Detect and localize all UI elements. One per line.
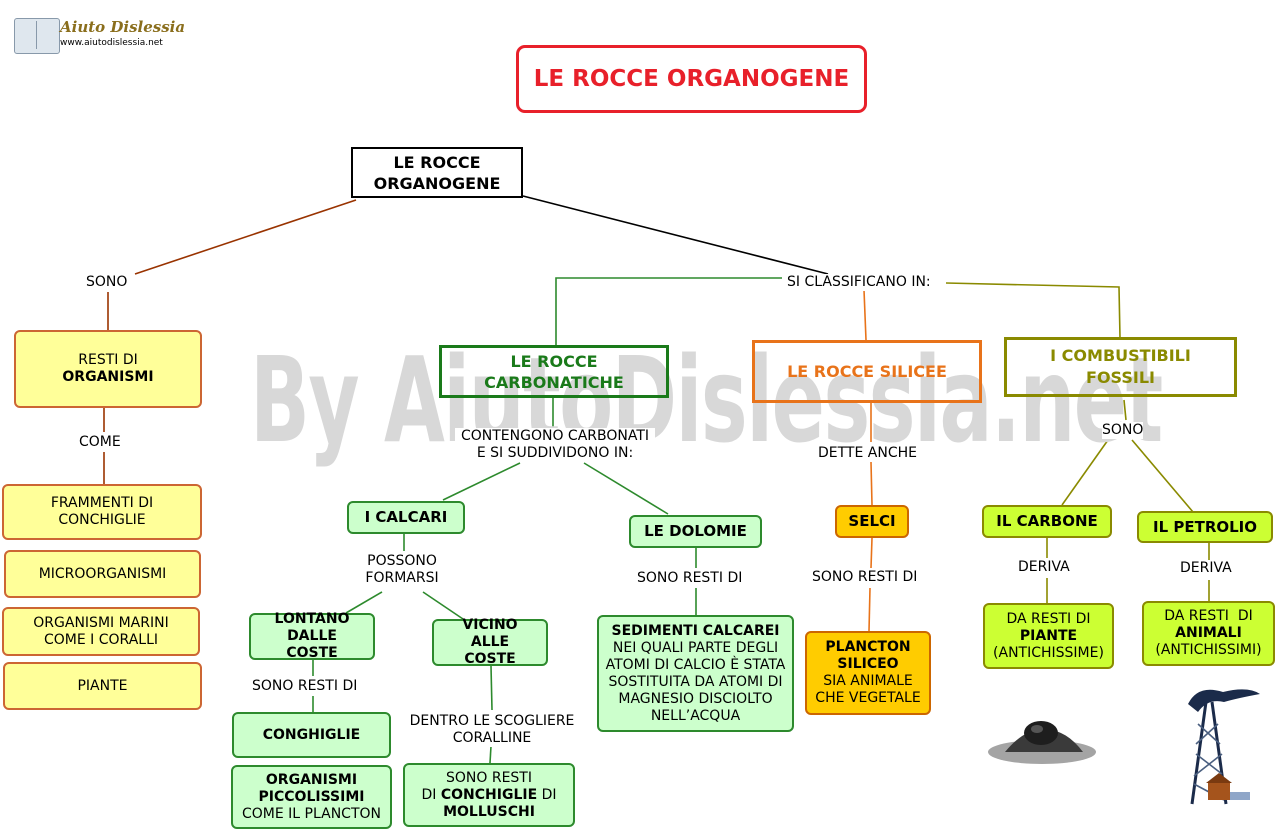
node-organismi-piccolissimi: ORGANISMI PICCOLISSIMI COME IL PLANCTON (231, 765, 392, 829)
coal-heap-picture (988, 721, 1096, 764)
link-deriva-petrolio: DERIVA (1180, 560, 1232, 577)
category-silicee: LE ROCCE SILICEE (752, 340, 982, 403)
link-si-classificano: SI CLASSIFICANO IN: (783, 274, 935, 291)
link-dette-anche: DETTE ANCHE (818, 445, 917, 462)
node-resti-animali: DA RESTI DI ANIMALI (ANTICHISSIMI) (1142, 601, 1275, 666)
category-carbonatiche: LE ROCCE CARBONATICHE (439, 345, 669, 398)
di-conchiglie-di-label: DI CONCHIGLIE DI (421, 786, 557, 803)
resti-organismi-node: RESTI DI ORGANISMI (14, 330, 202, 408)
page-title: LE ROCCE ORGANOGENE (516, 45, 867, 113)
left-item-piante: PIANTE (3, 662, 202, 710)
root-node: LE ROCCE ORGANOGENE (351, 147, 523, 198)
link-sono-resti-lontano: SONO RESTI DI (252, 678, 358, 695)
link-come: COME (79, 434, 121, 451)
antichissimi-label: (ANTICHISSIMI) (1155, 642, 1262, 658)
link-sono-fossili: SONO (1102, 422, 1144, 439)
oil-derrick-picture (1188, 689, 1260, 805)
organismi-label: ORGANISMI (62, 369, 154, 385)
molluschi-label: MOLLUSCHI (443, 803, 535, 820)
link-contengono: CONTENGONO CARBONATI E SI SUDDIVIDONO IN… (455, 428, 655, 462)
sono-resti-label: SONO RESTI (446, 769, 532, 786)
animali-label: ANIMALI (1175, 625, 1242, 641)
sedimenti-calcarei-label: SEDIMENTI CALCAREI (611, 622, 780, 639)
come-il-plancton-label: COME IL PLANCTON (242, 805, 381, 822)
node-plancton-siliceo: PLANCTON SILICEO SIA ANIMALE CHE VEGETAL… (805, 631, 931, 715)
node-lontano: LONTANO DALLE COSTE (249, 611, 375, 661)
node-dolomie: LE DOLOMIE (629, 515, 762, 548)
node-resti-piante: DA RESTI DI PIANTE (ANTICHISSIME) (983, 603, 1114, 669)
category-fossili: I COMBUSTIBILI FOSSILI (1004, 337, 1237, 397)
node-sedimenti-calcarei: SEDIMENTI CALCAREI NEI QUALI PARTE DEGLI… (597, 615, 794, 732)
node-petrolio: IL PETROLIO (1137, 511, 1273, 543)
antichissime-label: (ANTICHISSIME) (993, 644, 1104, 661)
node-calcari: I CALCARI (347, 501, 465, 534)
node-selci: SELCI (835, 505, 909, 538)
da-resti-di-animali-label: DA RESTI DI (1164, 608, 1253, 624)
link-sono-resti-dolomie: SONO RESTI DI (637, 570, 743, 587)
link-sono: SONO (86, 274, 128, 291)
site-logo[interactable]: Aiuto Dislessia www.aiutodislessia.net (14, 18, 185, 54)
left-item-microorganismi: MICROORGANISMI (4, 550, 201, 598)
sia-animale-label: SIA ANIMALE CHE VEGETALE (815, 673, 921, 706)
link-dentro-scogliere: DENTRO LE SCOGLIERE CORALLINE (404, 713, 580, 747)
node-carbone: IL CARBONE (982, 505, 1112, 538)
da-resti-di-label: DA RESTI DI (1006, 610, 1091, 627)
logo-title: Aiuto Dislessia (60, 18, 186, 36)
resti-label: RESTI DI (78, 352, 138, 368)
node-vicino: VICINO ALLE COSTE (432, 617, 548, 667)
piante-label: PIANTE (1019, 627, 1078, 644)
node-conghiglie: CONGHIGLIE (232, 712, 391, 758)
link-deriva-carbone: DERIVA (1018, 559, 1070, 576)
link-possono: POSSONO FORMARSI (360, 553, 444, 587)
node-sono-resti-molluschi: SONO RESTI DI CONCHIGLIE DI MOLLUSCHI (403, 763, 575, 827)
logo-url: www.aiutodislessia.net (60, 38, 163, 48)
organismi-piccolissimi-label: ORGANISMI PICCOLISSIMI (258, 771, 365, 805)
sedimenti-description: NEI QUALI PARTE DEGLI ATOMI DI CALCIO È … (605, 639, 786, 724)
left-item-organismi-marini: ORGANISMI MARINI COME I CORALLI (2, 607, 200, 656)
left-item-frammenti: FRAMMENTI DI CONCHIGLIE (2, 484, 202, 540)
plancton-siliceo-label: PLANCTON SILICEO (825, 639, 911, 672)
book-icon (14, 18, 60, 54)
link-sono-resti-selci: SONO RESTI DI (812, 569, 918, 586)
